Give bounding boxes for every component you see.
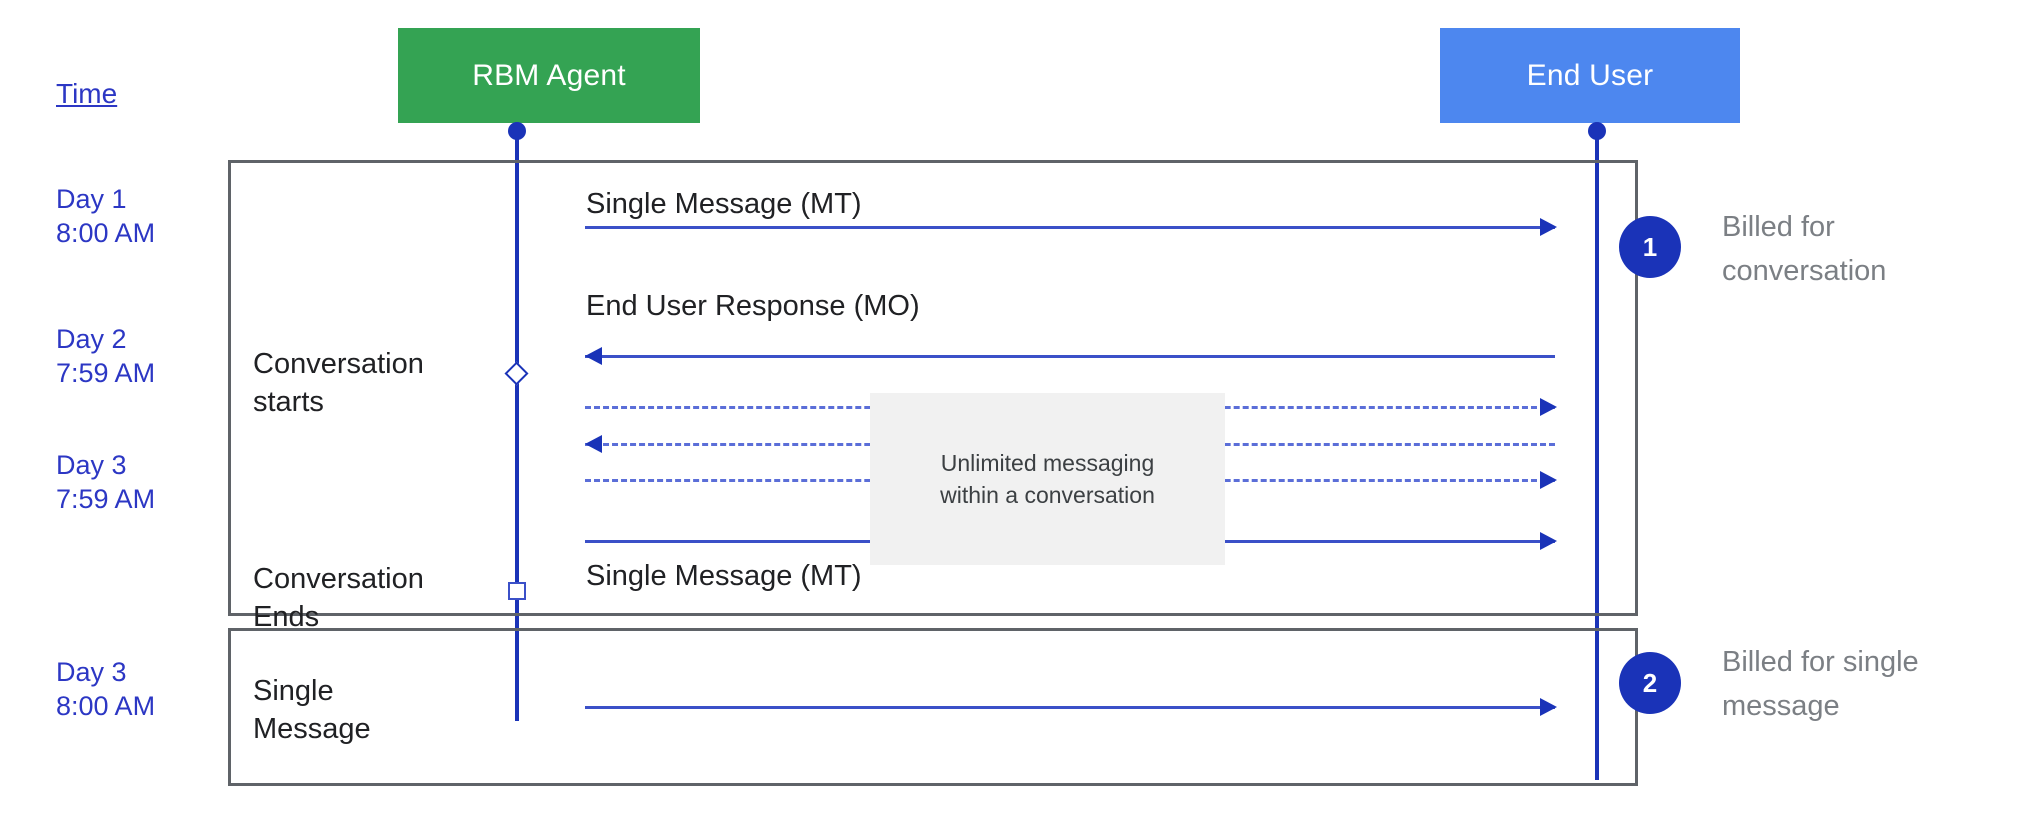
message-arrow-2-line: [585, 355, 1555, 358]
note-conversation-starts: Conversation starts: [253, 348, 424, 418]
status-badge-2: 2: [1619, 652, 1681, 714]
time-column-header: Time: [56, 78, 118, 109]
message-arrow-2-head-icon: [585, 347, 602, 365]
participant-end-user: End User: [1440, 28, 1740, 123]
message-arrow-7-head-icon: [1540, 698, 1557, 716]
conversation-group-frame: [228, 160, 1638, 616]
time-label-day3-end: Day 3 7:59 AM: [56, 450, 156, 514]
participant-end-user-label: End User: [1526, 58, 1654, 92]
message-arrow-6-head-icon: [1540, 532, 1557, 550]
time-label-day1: Day 1 8:00 AM: [56, 184, 156, 248]
message-arrow-1-head-icon: [1540, 218, 1557, 236]
message-label-single-message-mt-2: Single Message (MT): [586, 560, 862, 592]
billing-caption-conversation: Billed for conversation: [1722, 211, 1887, 287]
participant-rbm-agent: RBM Agent: [398, 28, 700, 123]
rbm-agent-lifeline: [515, 128, 519, 721]
message-arrow-1-line: [585, 226, 1555, 229]
status-badge-2-label: 2: [1642, 667, 1658, 698]
conversation-end-square-icon: [508, 582, 526, 600]
message-arrow-7-line: [585, 706, 1555, 709]
unlimited-messaging-callout-text: Unlimited messaging within a conversatio…: [940, 450, 1155, 508]
message-label-single-message-mt-1: Single Message (MT): [586, 188, 862, 220]
message-arrow-4-head-icon: [585, 435, 602, 453]
message-label-end-user-response-mo: End User Response (MO): [586, 290, 920, 322]
status-badge-1-label: 1: [1642, 231, 1658, 262]
time-label-day2: Day 2 7:59 AM: [56, 324, 156, 388]
end-user-lifeline: [1595, 128, 1599, 780]
message-arrow-3-head-icon: [1540, 398, 1557, 416]
message-arrow-5-head-icon: [1540, 471, 1557, 489]
unlimited-messaging-callout: Unlimited messaging within a conversatio…: [870, 393, 1225, 565]
status-badge-1: 1: [1619, 216, 1681, 278]
note-single-message: Single Message: [253, 675, 371, 745]
billing-caption-single-message: Billed for single message: [1722, 646, 1919, 722]
note-conversation-ends: Conversation Ends: [253, 563, 424, 633]
time-label-day3-single: Day 3 8:00 AM: [56, 657, 156, 721]
participant-rbm-agent-label: RBM Agent: [472, 58, 626, 92]
